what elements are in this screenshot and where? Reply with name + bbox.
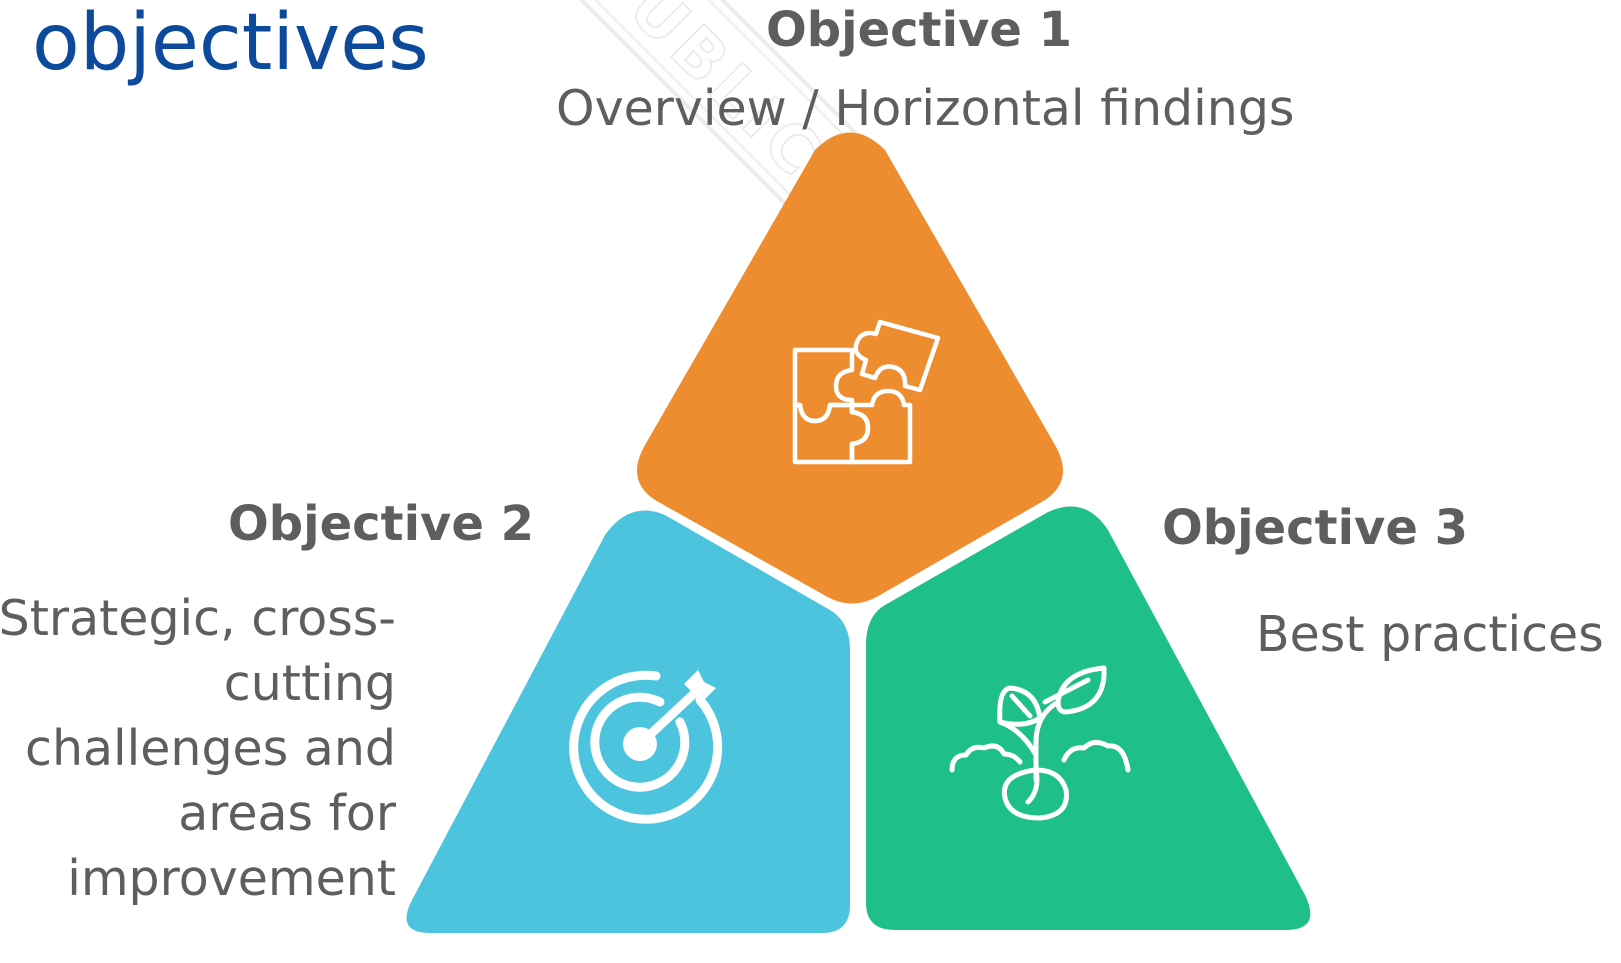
objective-1-text: Overview / Horizontal findings [556, 80, 1295, 137]
objective-3-heading: Objective 3 [1162, 500, 1468, 556]
seedling-icon [949, 665, 1131, 821]
objective-2-shape [406, 510, 850, 933]
objective-2-text-line: improvement [67, 850, 396, 907]
objective-3-text: Best practices [1256, 606, 1604, 663]
objective-2-heading: Objective 2 [228, 496, 534, 552]
target-arrow-icon [569, 670, 723, 824]
page-title: objectives [32, 0, 429, 88]
objective-2-text-line: cutting [223, 655, 396, 712]
objective-2-text-line: Strategic, cross- [0, 590, 396, 647]
puzzle-icon [792, 319, 941, 465]
objective-1-heading: Objective 1 [766, 2, 1072, 58]
objective-2-text-line: challenges and [25, 720, 396, 777]
objective-2-text-line: areas for [178, 785, 396, 842]
objective-2-text: Strategic, cross- cutting challenges and… [0, 586, 396, 911]
objective-3-shape [866, 506, 1311, 930]
